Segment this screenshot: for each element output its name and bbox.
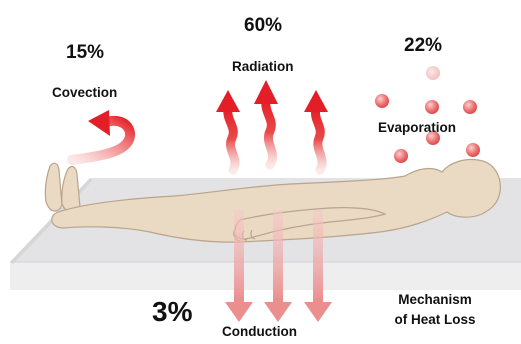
caption-line-1: Mechanism [371, 290, 499, 310]
convection-arrow-icon [72, 110, 130, 160]
conduction-percent: 3% [152, 296, 192, 328]
evaporation-label: Evaporation [378, 120, 456, 135]
radiation-percent: 60% [244, 15, 282, 37]
evaporation-droplets [375, 66, 480, 163]
evaporation-droplet-icon [425, 100, 439, 114]
evaporation-droplet-icon [394, 149, 408, 163]
evaporation-droplet-icon [463, 100, 477, 114]
conduction-label: Conduction [222, 324, 297, 339]
convection-label: Covection [52, 85, 117, 100]
evaporation-percent: 22% [404, 35, 442, 57]
diagram-caption: Mechanism of Heat Loss [371, 290, 499, 330]
conduction-arrows [225, 210, 332, 322]
evaporation-droplet-icon [375, 94, 389, 108]
radiation-arrow-icon [216, 90, 240, 170]
radiation-label: Radiation [232, 59, 294, 74]
convection-percent: 15% [66, 42, 104, 64]
evaporation-droplet-icon [426, 66, 440, 80]
caption-line-2: of Heat Loss [371, 310, 499, 330]
radiation-arrows [216, 80, 328, 170]
radiation-arrow-icon [254, 80, 278, 165]
evaporation-droplet-icon [466, 143, 480, 157]
radiation-arrow-icon [304, 90, 328, 170]
